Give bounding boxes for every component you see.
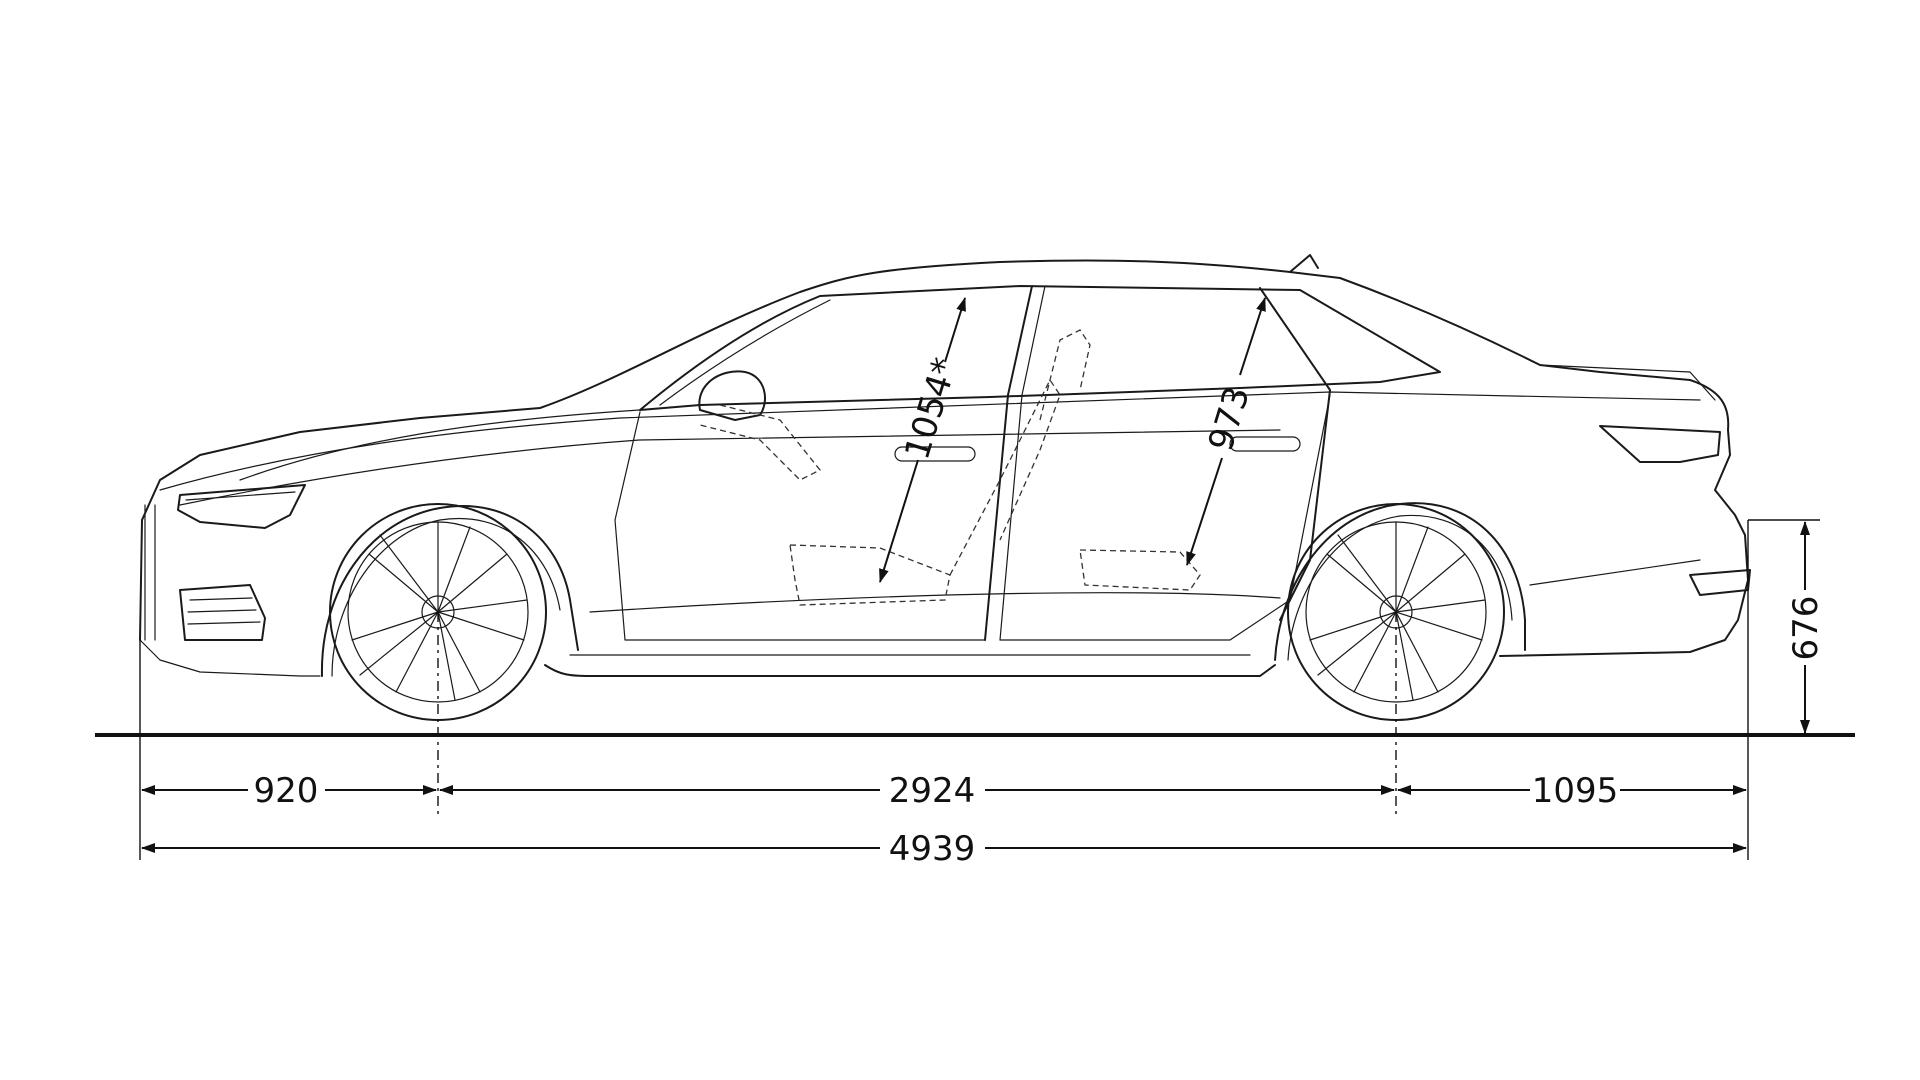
dimension-overall-length: 4939 <box>141 829 1747 869</box>
loading-height-label: 676 <box>1786 596 1826 661</box>
rear-headroom-label: 973 <box>1201 382 1258 456</box>
wheelbase-label: 2924 <box>889 771 976 811</box>
overall-length-label: 4939 <box>889 829 976 869</box>
seat-outline <box>699 329 1201 606</box>
dimension-rear-overhang: 1095 <box>1397 771 1747 811</box>
dimension-loading-height: 676 <box>1786 521 1826 734</box>
front-overhang-label: 920 <box>254 771 319 811</box>
extension-lines <box>139 519 1820 860</box>
rear-overhang-label: 1095 <box>1532 771 1619 811</box>
dimension-wheelbase: 2924 <box>439 771 1395 811</box>
dimension-front-headroom: 1054* <box>879 297 966 583</box>
front-wheel-icon <box>329 503 547 721</box>
sedan-side-view-icon <box>139 254 1751 677</box>
dimension-front-overhang: 920 <box>141 771 437 811</box>
